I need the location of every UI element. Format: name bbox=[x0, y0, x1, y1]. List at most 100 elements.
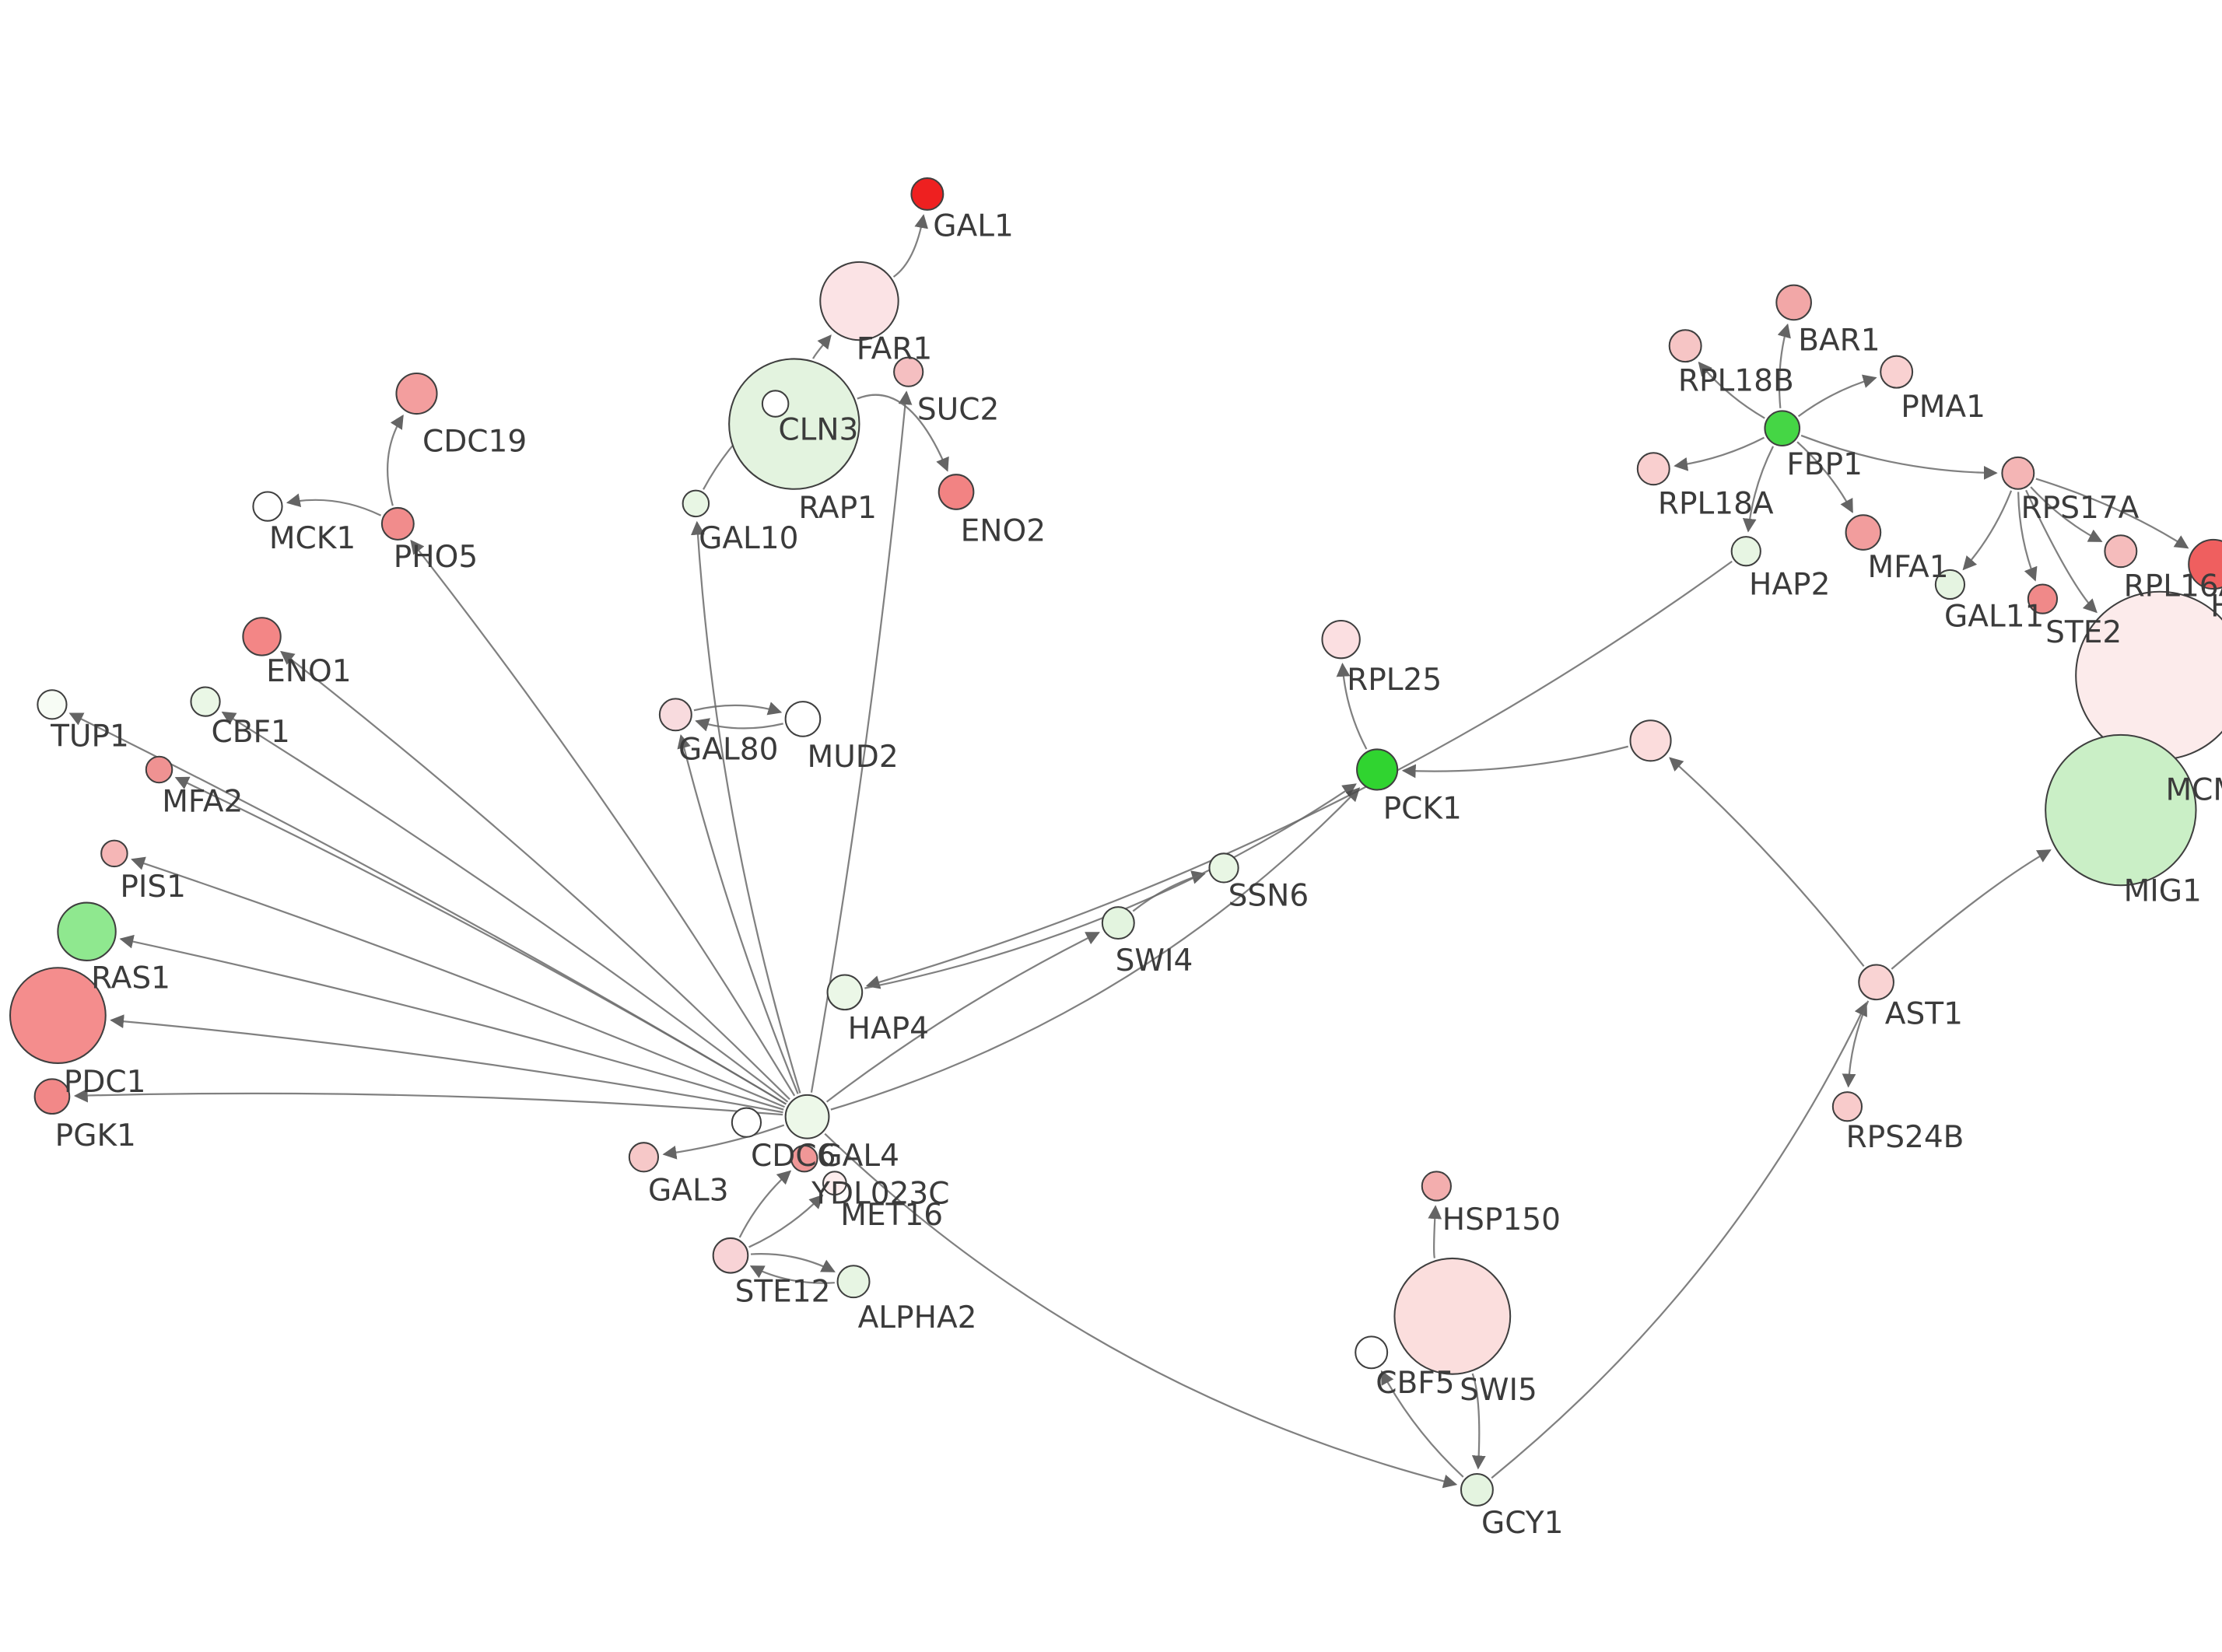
node-SUC2[interactable] bbox=[893, 356, 924, 387]
edge-AST1-RPS24B[interactable] bbox=[1842, 1000, 1870, 1088]
node-GAL10[interactable] bbox=[682, 489, 710, 518]
node-STE2[interactable] bbox=[2027, 583, 2059, 614]
node-TUP1[interactable] bbox=[37, 689, 68, 720]
node-MET16[interactable] bbox=[822, 1171, 847, 1196]
node-MUD2[interactable] bbox=[784, 701, 822, 737]
node-FAR1[interactable] bbox=[819, 261, 899, 341]
node-BAR1[interactable] bbox=[1775, 284, 1812, 321]
node-RPL18A[interactable] bbox=[1636, 452, 1670, 486]
node-PHO5[interactable] bbox=[380, 506, 415, 541]
edge-GCY1-AST1[interactable] bbox=[1491, 1001, 1867, 1479]
edge-SWI5-HSP150[interactable] bbox=[1428, 1205, 1442, 1258]
node-SSN6[interactable] bbox=[1208, 852, 1239, 884]
edge-GAL4-CBF1[interactable] bbox=[221, 711, 789, 1103]
node-MFA2[interactable] bbox=[145, 755, 173, 784]
edge-PCK1-RPL25[interactable] bbox=[1336, 662, 1368, 750]
node-RPL18B[interactable] bbox=[1668, 329, 1702, 363]
edge-FBP1-RPL18A[interactable] bbox=[1674, 436, 1765, 471]
edge-SWI5-GCY1[interactable] bbox=[1471, 1373, 1486, 1470]
node-PDC1[interactable] bbox=[9, 967, 107, 1064]
edge-AST1-MIG1[interactable] bbox=[1891, 849, 2052, 970]
edge-GAL4-GAL3[interactable] bbox=[662, 1124, 785, 1160]
node-CDC6[interactable] bbox=[731, 1107, 762, 1138]
edge-GAL4-SWI4[interactable] bbox=[825, 932, 1100, 1103]
edge-RAP1-FAR1[interactable] bbox=[812, 334, 832, 359]
node-NODEX[interactable] bbox=[1629, 719, 1672, 762]
node-RAP1[interactable] bbox=[728, 358, 860, 490]
edge-RPS17A-GAL11[interactable] bbox=[1962, 490, 2013, 571]
node-ENO1[interactable] bbox=[242, 617, 282, 656]
edge-STE12-ALPHA2[interactable] bbox=[750, 1253, 836, 1272]
node-PCK1[interactable] bbox=[1356, 748, 1399, 791]
edge-GAL4-PGK1[interactable] bbox=[73, 1088, 783, 1116]
edge-PHO5-CDC19[interactable] bbox=[387, 414, 404, 506]
edge-RPS17A-HIS4[interactable] bbox=[2035, 478, 2189, 549]
edge-FAR1-GAL1[interactable] bbox=[892, 214, 928, 278]
edge-PHO5-MCK1[interactable] bbox=[286, 493, 382, 516]
node-GAL11[interactable] bbox=[1934, 569, 1966, 600]
node-HSP150[interactable] bbox=[1421, 1171, 1452, 1202]
edge-GAL4-MFA2[interactable] bbox=[174, 776, 787, 1105]
edge-STE12-MET16[interactable] bbox=[748, 1194, 824, 1248]
node-CDC19[interactable] bbox=[395, 372, 438, 415]
node-CBF5[interactable] bbox=[1355, 1335, 1389, 1370]
edge-FBP1-HAP2[interactable] bbox=[1742, 446, 1775, 533]
node-MCK1[interactable] bbox=[252, 491, 283, 522]
edge-FBP1-BAR1[interactable] bbox=[1777, 323, 1791, 408]
edge-RPS17A-RPL16A[interactable] bbox=[2030, 486, 2103, 543]
node-GCY1[interactable] bbox=[1460, 1472, 1494, 1507]
edge-GAL80-MUD2[interactable] bbox=[693, 702, 783, 716]
edge-RPS17A-MCM1[interactable] bbox=[2025, 489, 2098, 614]
edge-RPS17A-STE2[interactable] bbox=[2017, 492, 2038, 582]
edge-HAP2-HAP4[interactable] bbox=[865, 560, 1733, 989]
node-MIG1[interactable] bbox=[2045, 733, 2197, 887]
node-PMA1[interactable] bbox=[1880, 355, 1914, 389]
edge-GAL4-PDC1[interactable] bbox=[110, 1014, 783, 1114]
node-RPL16A[interactable] bbox=[2104, 534, 2138, 569]
node-RPL25[interactable] bbox=[1321, 619, 1361, 660]
node-RPS24B[interactable] bbox=[1831, 1091, 1863, 1122]
edge-FBP1-PMA1[interactable] bbox=[1797, 374, 1877, 418]
edge-MUD2-GAL80[interactable] bbox=[695, 718, 783, 732]
edge-AST1-NODEX[interactable] bbox=[1669, 757, 1865, 968]
edge-ALPHA2-STE12[interactable] bbox=[749, 1265, 835, 1284]
edge-GAL4-PCK1[interactable] bbox=[830, 787, 1361, 1111]
node-MFA1[interactable] bbox=[1845, 514, 1882, 551]
edge-GAL4-GAL80[interactable] bbox=[677, 734, 799, 1094]
node-SWI4[interactable] bbox=[1101, 906, 1135, 940]
edge-GAL4-GCY1[interactable] bbox=[824, 1132, 1458, 1489]
node-ALPHA2[interactable] bbox=[836, 1265, 871, 1299]
node-CLN3[interactable] bbox=[761, 390, 790, 418]
node-GAL4[interactable] bbox=[784, 1094, 830, 1139]
node-RAS1[interactable] bbox=[57, 901, 117, 961]
edge-NODEX-PCK1[interactable] bbox=[1401, 745, 1629, 779]
node-RPS17A[interactable] bbox=[2001, 456, 2035, 490]
node-FBP1[interactable] bbox=[1764, 410, 1801, 447]
node-HAP4[interactable] bbox=[826, 974, 864, 1011]
edge-GAL4-PHO5[interactable] bbox=[410, 539, 796, 1097]
edge-GCY1-CBF5[interactable] bbox=[1380, 1370, 1464, 1478]
edge-GAL4-PIS1[interactable] bbox=[131, 856, 785, 1108]
node-YDL023C[interactable] bbox=[790, 1144, 818, 1173]
node-CBF1[interactable] bbox=[190, 686, 221, 717]
edge-GAL4-ENO1[interactable] bbox=[280, 650, 790, 1101]
node-PGK1[interactable] bbox=[33, 1078, 71, 1115]
node-STE12[interactable] bbox=[712, 1237, 749, 1274]
node-GAL3[interactable] bbox=[628, 1142, 660, 1173]
node-PIS1[interactable] bbox=[100, 839, 128, 868]
edge-GAL4-TUP1[interactable] bbox=[68, 712, 787, 1105]
edge-GAL4-GAL10[interactable] bbox=[690, 520, 801, 1094]
node-SWI5[interactable] bbox=[1393, 1257, 1512, 1375]
node-GAL1[interactable] bbox=[910, 177, 945, 211]
edge-RAP1-ENO2[interactable] bbox=[857, 394, 949, 472]
edge-GAL4-RAS1[interactable] bbox=[119, 934, 784, 1111]
node-HIS4[interactable] bbox=[2188, 538, 2222, 590]
node-HAP2[interactable] bbox=[1730, 536, 1761, 567]
node-AST1[interactable] bbox=[1858, 964, 1894, 1001]
edge-FBP1-RPS17A[interactable] bbox=[1800, 434, 1998, 480]
node-GAL80[interactable] bbox=[658, 698, 692, 732]
edge-STE12-YDL023C[interactable] bbox=[738, 1170, 792, 1238]
edge-FBP1-RPL18B[interactable] bbox=[1698, 361, 1765, 419]
node-ENO2[interactable] bbox=[938, 474, 975, 510]
edge-FBP1-MFA1[interactable] bbox=[1796, 441, 1853, 513]
